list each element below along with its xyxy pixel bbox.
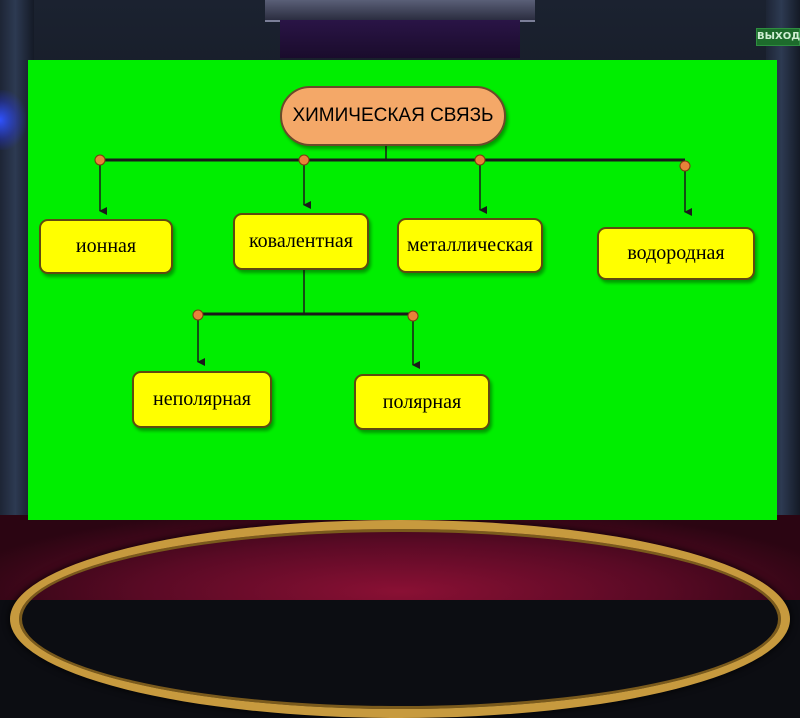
root-node-chemical-bond: ХИМИЧЕСКАЯ СВЯЗЬ	[280, 86, 506, 146]
connector-dot	[408, 311, 418, 321]
node-nonpolar: неполярная	[132, 371, 272, 428]
node-covalent: ковалентная	[233, 213, 369, 270]
exit-sign: ВЫХОД	[756, 28, 800, 46]
top-backdrop	[280, 20, 520, 58]
connector-dot	[475, 155, 485, 165]
node-polar: полярная	[354, 374, 490, 430]
blue-side-light	[0, 90, 26, 150]
diagram-slide: ХИМИЧЕСКАЯ СВЯЗЬ ионная ковалентная мета…	[28, 60, 777, 520]
connector-dot	[95, 155, 105, 165]
connector-dot	[193, 310, 203, 320]
connector-dot	[299, 155, 309, 165]
node-metallic: металлическая	[397, 218, 543, 273]
node-ionic: ионная	[39, 219, 173, 274]
connector-dot	[680, 161, 690, 171]
stage-ring	[10, 520, 790, 718]
top-frame	[265, 0, 535, 22]
node-hydrogen: водородная	[597, 227, 755, 280]
